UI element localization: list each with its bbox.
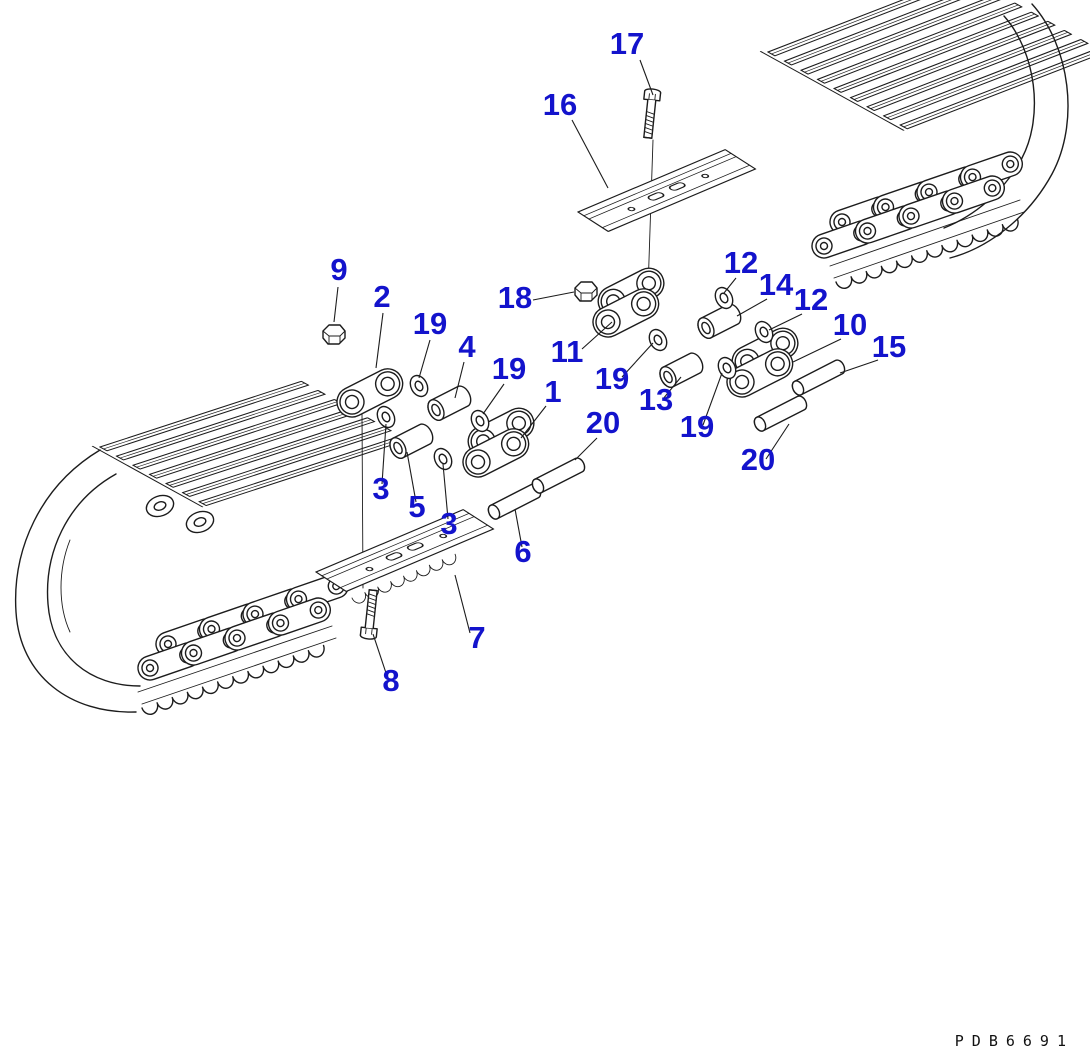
leader-line-20 (765, 423, 790, 460)
link-2 (331, 362, 409, 423)
washer-19c (645, 325, 671, 355)
leader-line-8 (372, 633, 388, 677)
leader-line-20 (574, 437, 598, 461)
pin-15 (789, 357, 848, 398)
bolt-17 (639, 87, 662, 140)
link-assembly-11 (581, 263, 677, 342)
callout-2: 2 (373, 279, 390, 314)
callout-18: 18 (498, 280, 532, 315)
callout-19: 19 (680, 409, 714, 444)
leader-line-3 (442, 463, 449, 520)
track-assembly-upper-right (759, 0, 1090, 292)
callout-8: 8 (382, 663, 399, 698)
grouser-slats-upper (759, 0, 1090, 131)
pin-20b (751, 393, 810, 434)
callout-17: 17 (610, 26, 644, 61)
callout-3: 3 (372, 471, 389, 506)
drawing-code: PDB6691 (954, 1032, 1074, 1050)
leader-line-1 (520, 405, 547, 439)
callout-5: 5 (408, 489, 425, 524)
link-assembly-1 (451, 403, 547, 482)
track-loop-curve-left (14, 449, 215, 713)
centerline-upper (647, 139, 654, 291)
callout-19: 19 (595, 361, 629, 396)
bushing-5 (386, 420, 437, 462)
callout-11: 11 (551, 334, 584, 369)
leader-line-12 (723, 277, 737, 294)
leader-line-19 (621, 342, 654, 378)
callout-14: 14 (759, 267, 794, 302)
callout-15: 15 (872, 329, 906, 364)
callout-12: 12 (724, 245, 758, 280)
leader-line-2 (375, 312, 384, 369)
callout-4: 4 (458, 329, 476, 364)
callout-3: 3 (440, 506, 457, 541)
callout-19: 19 (492, 351, 526, 386)
leader-line-5 (406, 451, 417, 503)
leader-line-12 (768, 313, 803, 331)
callout-19: 19 (413, 306, 447, 341)
callout-6: 6 (514, 534, 531, 569)
leader-line-19 (702, 372, 723, 426)
leader-line-16 (571, 119, 609, 189)
leader-line-11 (581, 321, 613, 350)
callout-20: 20 (741, 442, 775, 477)
leader-line-6 (514, 508, 523, 548)
pin-20a (529, 455, 588, 496)
leader-line-13 (662, 376, 682, 400)
track-loop-curve-right (943, 3, 1069, 259)
callout-10: 10 (833, 307, 867, 342)
leader-line-4 (454, 361, 465, 399)
leader-line-7 (454, 574, 471, 634)
callout-9: 9 (330, 252, 347, 287)
bushing-4 (424, 382, 475, 424)
leader-line-17 (639, 59, 654, 96)
nut-9 (322, 324, 346, 345)
leader-line-18 (532, 291, 575, 301)
leader-line-3 (381, 423, 387, 485)
nut-18 (574, 281, 598, 302)
leader-line-9 (333, 286, 339, 323)
bolt-8 (359, 588, 382, 641)
leader-line-19 (482, 383, 505, 415)
callout-16: 16 (543, 87, 577, 122)
leader-line-19 (418, 339, 431, 379)
callout-7: 7 (468, 620, 485, 655)
chain-links-lower (135, 571, 352, 718)
leader-line-10 (792, 338, 842, 363)
callout-1: 1 (544, 374, 561, 409)
callout-12: 12 (794, 282, 828, 317)
track-shoe-16 (577, 148, 757, 233)
leader-line-14 (736, 298, 768, 317)
grouser-slats-lower (91, 380, 409, 508)
exploded-parts (315, 87, 848, 641)
leader-line-15 (839, 359, 879, 374)
callout-13: 13 (639, 382, 673, 417)
chain-links-upper (809, 149, 1026, 292)
bushing-14 (694, 300, 745, 342)
track-assembly-lower-left (14, 380, 409, 718)
callout-20: 20 (586, 405, 620, 440)
